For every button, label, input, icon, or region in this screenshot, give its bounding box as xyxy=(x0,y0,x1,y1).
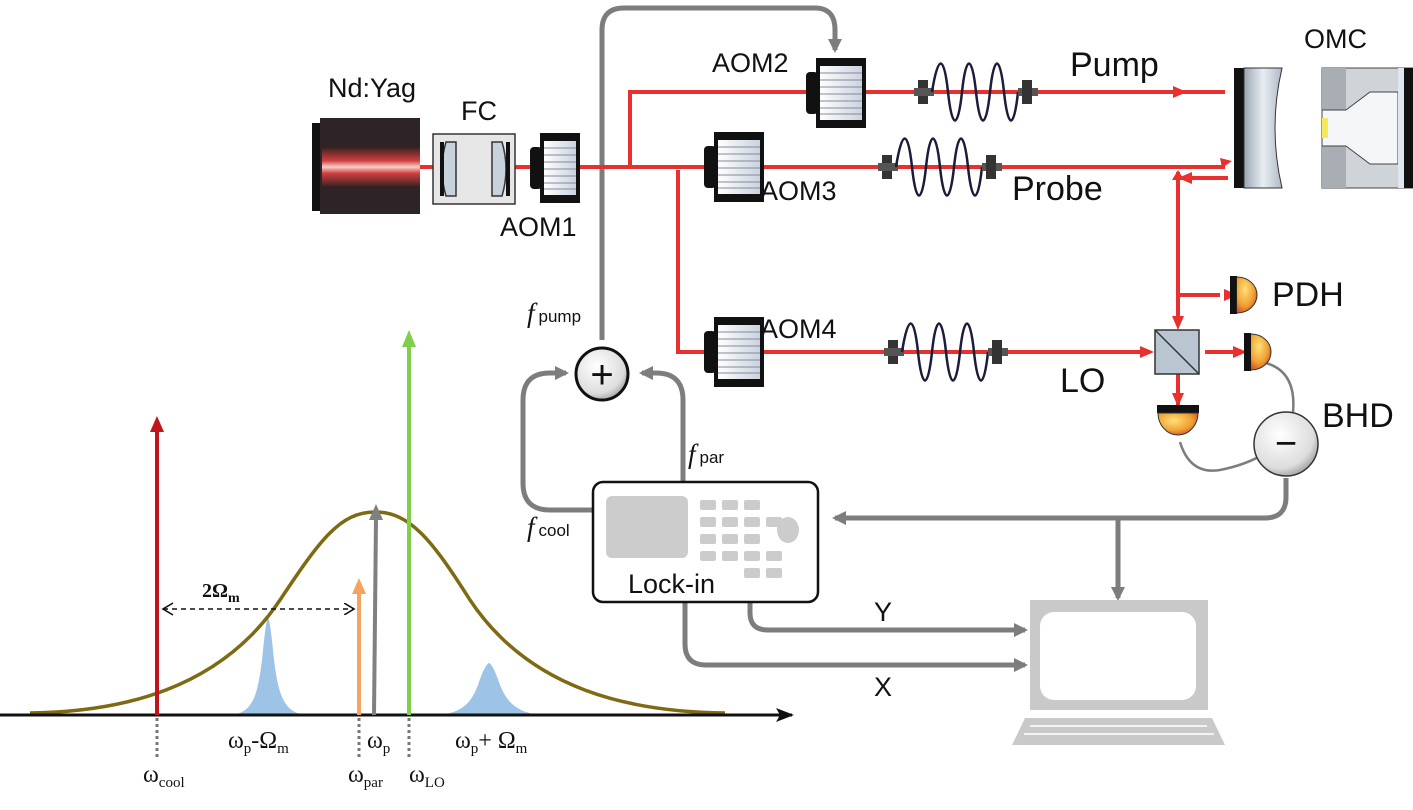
nd-yag-laser xyxy=(312,118,420,214)
pdh-photodetector xyxy=(1230,276,1258,314)
x-label: X xyxy=(874,672,892,702)
control-lines xyxy=(520,5,1289,672)
upper-sideband-peak xyxy=(440,663,540,715)
bhd-photodetector-1 xyxy=(1244,333,1272,371)
cool-control-line xyxy=(520,366,593,513)
omega-lo-label: ωLO xyxy=(409,762,445,791)
par-control-line xyxy=(639,366,686,482)
aom1-modulator xyxy=(530,133,580,203)
pump-label: Pump xyxy=(1070,46,1159,84)
lower-sideband-label: ωp-Ωm xyxy=(228,728,289,757)
frequency-adder: + xyxy=(574,346,630,402)
computer-icon xyxy=(1012,600,1225,745)
cavity-input-mirror xyxy=(1234,67,1283,189)
aom2-label: AOM2 xyxy=(712,48,789,78)
adder-symbol: + xyxy=(590,353,613,397)
fiber-coupler xyxy=(432,133,516,205)
lo-fiber xyxy=(884,322,1008,382)
bhd-photodetector-2 xyxy=(1157,405,1199,436)
aom3-modulator xyxy=(704,132,764,202)
upper-sideband-label: ωp+ Ωm xyxy=(455,728,528,757)
lockin-label: Lock-in xyxy=(628,569,715,599)
laser-label: Nd:Yag xyxy=(328,73,416,103)
bhd-label: BHD xyxy=(1322,397,1394,435)
aom2-modulator xyxy=(806,58,866,128)
setup-labels: Nd:Yag FC AOM1 AOM2 AOM3 AOM4 Pump Probe… xyxy=(328,24,1394,702)
y-output-line xyxy=(747,600,1028,637)
aom4-modulator xyxy=(704,317,764,387)
beam-splitter xyxy=(1154,329,1200,375)
omega-cool-label: ωcool xyxy=(143,762,185,791)
pdh-label: PDH xyxy=(1272,276,1344,314)
bhd-to-lockin-line xyxy=(832,478,1289,525)
lower-sideband-peak xyxy=(232,618,305,715)
omc-cavity xyxy=(1321,67,1413,189)
aom4-label: AOM4 xyxy=(760,314,837,344)
omega-p-label: ωp xyxy=(367,728,390,757)
lockin-amplifier xyxy=(591,480,820,604)
probe-fiber xyxy=(878,137,1002,197)
aom3-label: AOM3 xyxy=(760,176,837,206)
x-output-line xyxy=(682,600,1028,672)
bhd-subtractor: − xyxy=(1253,411,1319,477)
pump-control-line xyxy=(599,5,842,340)
lo-label: LO xyxy=(1060,362,1105,400)
detector-wires xyxy=(1178,360,1295,472)
frequency-spectrum: 2Ωm ωp-Ωm ωp ωp+ Ωm ωcool ωpar ωLO xyxy=(0,330,794,791)
fc-label: FC xyxy=(461,96,497,126)
y-label: Y xyxy=(874,597,892,627)
subtractor-symbol: − xyxy=(1275,423,1297,465)
probe-label: Probe xyxy=(1012,170,1103,208)
pump-fiber xyxy=(914,62,1038,122)
omc-label: OMC xyxy=(1304,24,1367,54)
pump-tone-arrow xyxy=(372,517,378,716)
omega-par-label: ωpar xyxy=(348,762,383,791)
two-omega-m-label: 2Ωm xyxy=(202,580,240,606)
beam-arrowheads xyxy=(1140,86,1247,407)
aom1-label: AOM1 xyxy=(500,212,577,242)
